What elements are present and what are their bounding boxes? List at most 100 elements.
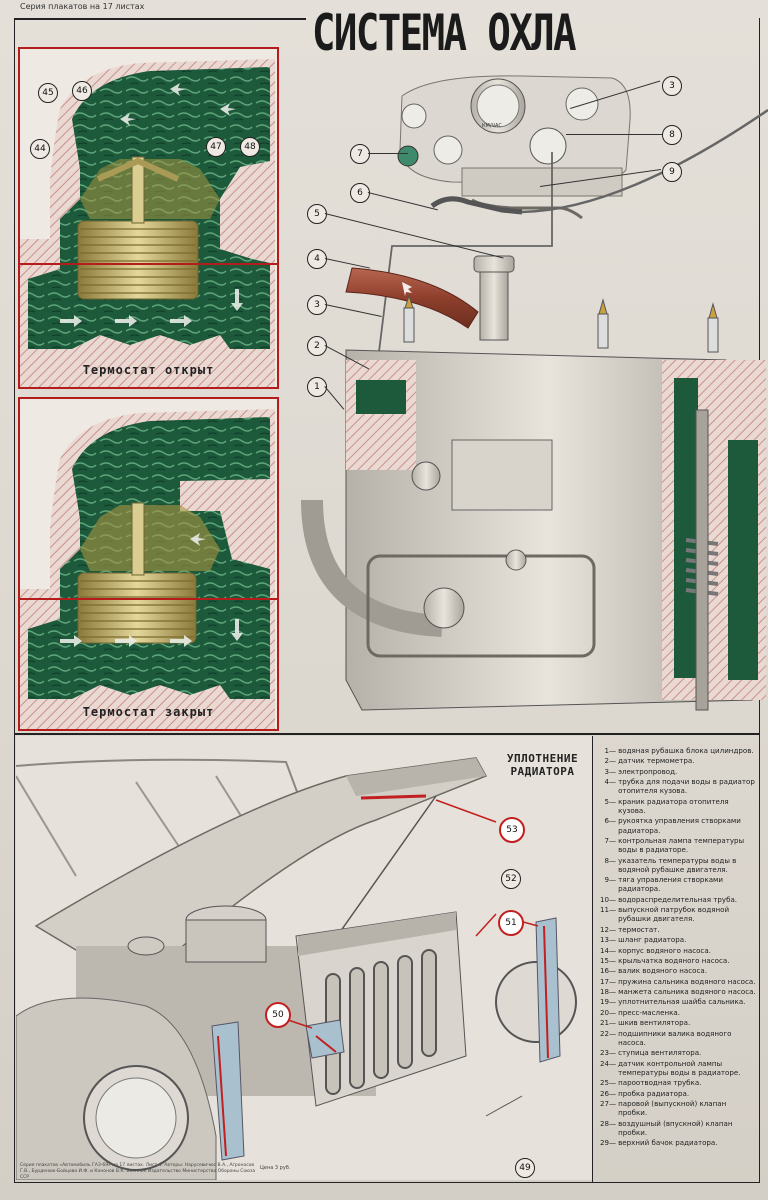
- thermostat-open-panel: 44 45 46 47 48 Термостат открыт: [18, 47, 279, 389]
- legend-item: 8—указатель температуры воды в водяной р…: [597, 856, 757, 874]
- legend-item: 13—шланг радиатора.: [597, 935, 757, 944]
- callout-51: 51: [498, 910, 524, 936]
- legend-item: 28—воздушный (впускной) клапан пробки.: [597, 1119, 757, 1137]
- legend-number: 15: [599, 955, 609, 965]
- legend-text: водораспределительная труба.: [618, 894, 738, 904]
- thermostat-open-caption: Термостат открыт: [82, 363, 215, 377]
- legend-text: паровой (выпускной) клапан пробки.: [618, 1098, 727, 1118]
- callout-53: 53: [499, 817, 525, 843]
- legend-item: 10—водораспределительная труба.: [597, 895, 757, 904]
- legend-text: уплотнительная шайба сальника.: [618, 997, 746, 1007]
- legend-text: тяга управления створками радиатора.: [618, 875, 724, 894]
- legend-text: датчик контрольной лампы температуры вод…: [618, 1058, 741, 1077]
- frame-mid-rule: [14, 733, 760, 735]
- legend-text: контрольная лампа температуры воды в рад…: [618, 835, 745, 855]
- legend-item: 1—водяная рубашка блока цилиндров.: [597, 746, 757, 755]
- legend-number: 1: [604, 746, 609, 755]
- dashboard-panel: [397, 75, 631, 220]
- legend-item: 19—уплотнительная шайба сальника.: [597, 997, 757, 1006]
- legend-item: 25—пароотводная трубка.: [597, 1078, 757, 1087]
- callout-3-upper: 3: [662, 76, 682, 96]
- legend-text: подшипники валика водяного насоса.: [618, 1028, 732, 1047]
- legend-number: 20: [599, 1007, 609, 1017]
- footer-credits: Серия плакатов «Автомобиль ГАЗ-69» на 17…: [20, 1163, 256, 1180]
- legend-number: 27: [599, 1098, 609, 1108]
- legend-item: 6—рукоятка управления створками радиатор…: [597, 816, 757, 834]
- legend-text: воздушный (впускной) клапан пробки.: [618, 1118, 733, 1137]
- legend-number: 16: [599, 966, 609, 976]
- legend-number: 8: [604, 855, 609, 865]
- leader-8: [566, 134, 662, 135]
- legend-text: трубка для подачи воды в радиатор отопит…: [618, 777, 755, 796]
- legend-text: крыльчатка водяного насоса.: [618, 955, 730, 965]
- thermostat-closed-caption: Термостат закрыт: [82, 705, 215, 719]
- legend-number: 3: [604, 766, 609, 776]
- radiator-seal-heading: УПЛОТНЕНИЕ РАДИАТОРА: [506, 752, 579, 778]
- legend-item: 20—пресс-масленка.: [597, 1008, 757, 1017]
- legend-number: 9: [604, 875, 609, 885]
- legend-number: 4: [604, 777, 609, 787]
- leader-7: [368, 153, 408, 154]
- legend-number: 28: [599, 1118, 609, 1128]
- thermostat-closed-panel: Термостат закрыт: [18, 397, 279, 731]
- frame-top-rule: [14, 18, 306, 20]
- legend-text: валик водяного насоса.: [618, 966, 708, 976]
- legend-item: 21—шкив вентилятора.: [597, 1018, 757, 1027]
- legend-item: 12—термостат.: [597, 925, 757, 934]
- legend-text: пружина сальника водяного насоса.: [618, 976, 756, 986]
- legend-item: 26—пробка радиатора.: [597, 1089, 757, 1098]
- legend-text: шланг радиатора.: [618, 935, 687, 945]
- legend-divider: [592, 736, 594, 1182]
- legend-item: 29—верхний бачок радиатора.: [597, 1138, 757, 1147]
- callout-7: 7: [350, 144, 370, 164]
- poster-title: СИСТЕМА ОХЛА: [312, 4, 577, 62]
- legend-item: 18—манжета сальника водяного насоса.: [597, 987, 757, 996]
- legend-text: верхний бачок радиатора.: [618, 1138, 718, 1148]
- callout-47: 47: [206, 137, 226, 157]
- footer-price: Цена 3 руб.: [260, 1165, 291, 1171]
- legend-number: 10: [599, 894, 609, 904]
- legend-text: рукоятка управления створками радиатора.: [618, 816, 741, 835]
- legend-number: 24: [599, 1058, 609, 1068]
- legend-text: ступица вентилятора.: [618, 1048, 702, 1058]
- callout-45: 45: [38, 83, 58, 103]
- legend-text: шкив вентилятора.: [618, 1018, 691, 1028]
- legend-item: 3—электропровод.: [597, 767, 757, 776]
- legend-text: пресс-масленка.: [618, 1007, 680, 1017]
- legend-item: 24—датчик контрольной лампы температуры …: [597, 1059, 757, 1077]
- legend-item: 9—тяга управления створками радиатора.: [597, 875, 757, 893]
- callout-50: 50: [265, 1002, 291, 1028]
- speedometer-label: КМ/ЧАС: [482, 123, 502, 129]
- legend-number: 26: [599, 1088, 609, 1098]
- legend-number: 17: [599, 976, 609, 986]
- legend-text: краник радиатора отопителя кузова.: [618, 796, 729, 815]
- engine-cooling-illustration: [301, 75, 768, 711]
- legend-text: указатель температуры воды в водяной руб…: [618, 855, 737, 874]
- legend-item: 23—ступица вентилятора.: [597, 1048, 757, 1057]
- legend-number: 18: [599, 987, 609, 997]
- legend-item: 4—трубка для подачи воды в радиатор отоп…: [597, 777, 757, 795]
- callout-44: 44: [30, 139, 50, 159]
- legend-text: датчик термометра.: [618, 756, 695, 766]
- thermostat-open-drawing: [20, 49, 277, 387]
- legend-number: 25: [599, 1078, 609, 1088]
- legend-text: корпус водяного насоса.: [618, 945, 711, 955]
- legend-item: 5—краник радиатора отопителя кузова.: [597, 797, 757, 815]
- legend-item: 11—выпускной патрубок водяной рубашки дв…: [597, 905, 757, 923]
- legend-number: 2: [604, 756, 609, 766]
- legend-number: 29: [599, 1138, 609, 1148]
- legend-text: термостат.: [618, 924, 660, 934]
- callout-49: 49: [515, 1158, 535, 1178]
- legend-item: 16—валик водяного насоса.: [597, 966, 757, 975]
- legend-number: 23: [599, 1048, 609, 1058]
- callout-1: 1: [307, 377, 327, 397]
- legend-number: 7: [604, 835, 609, 845]
- callout-8: 8: [662, 125, 682, 145]
- callout-48: 48: [240, 137, 260, 157]
- legend-number: 21: [599, 1018, 609, 1028]
- legend-text: водяная рубашка блока цилиндров.: [618, 746, 754, 755]
- callout-46: 46: [72, 81, 92, 101]
- legend-text: выпускной патрубок водяной рубашки двига…: [618, 905, 730, 924]
- legend-text: пробка радиатора.: [618, 1088, 690, 1098]
- legend-item: 15—крыльчатка водяного насоса.: [597, 956, 757, 965]
